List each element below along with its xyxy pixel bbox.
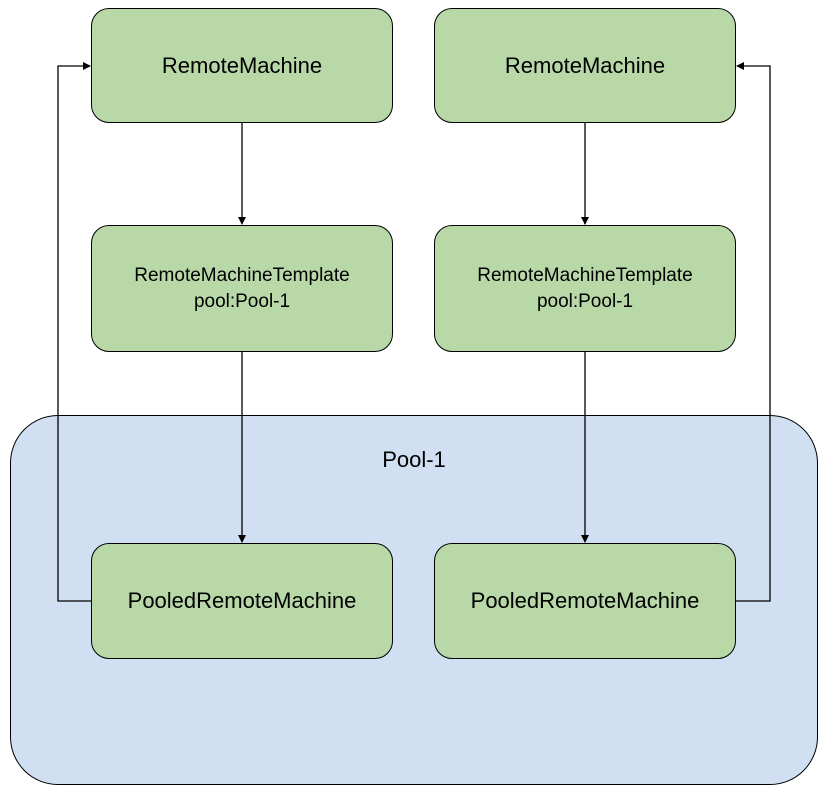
left-remote-machine-node[interactable]: RemoteMachine: [91, 8, 393, 123]
right-remote-machine-label: RemoteMachine: [504, 52, 666, 78]
left-pooled-machine-label: PooledRemoteMachine: [127, 588, 357, 613]
right-pooled-machine-node[interactable]: PooledRemoteMachine: [434, 543, 736, 659]
right-pooled-machine-label: PooledRemoteMachine: [470, 588, 700, 613]
left-template-pool: pool:Pool-1: [193, 290, 291, 312]
right-remote-machine-node[interactable]: RemoteMachine: [434, 8, 736, 123]
left-template-name: RemoteMachineTemplate: [134, 264, 350, 286]
right-template-name: RemoteMachineTemplate: [477, 264, 693, 286]
left-remote-machine-label: RemoteMachine: [161, 52, 323, 78]
left-pooled-machine-node[interactable]: PooledRemoteMachine: [91, 543, 393, 659]
pool-label: Pool-1: [382, 447, 446, 472]
left-template-node[interactable]: RemoteMachineTemplate pool:Pool-1: [91, 225, 393, 352]
right-template-pool: pool:Pool-1: [536, 290, 634, 312]
right-template-node[interactable]: RemoteMachineTemplate pool:Pool-1: [434, 225, 736, 352]
